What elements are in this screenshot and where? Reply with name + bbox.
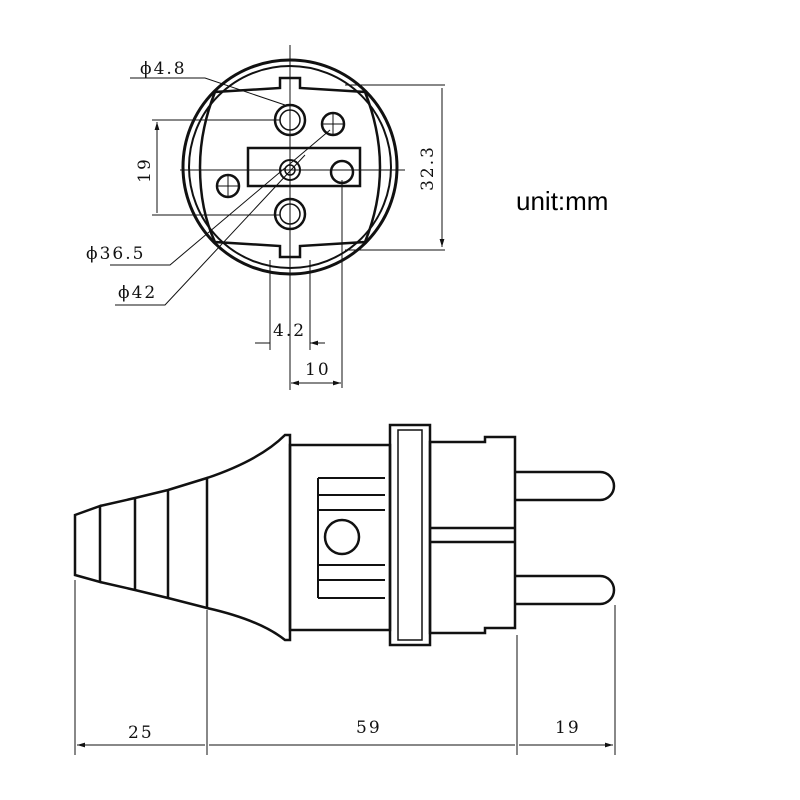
side-view: 25 59 19: [75, 423, 615, 755]
unit-label: unit:mm: [516, 186, 609, 216]
dim-inner-diameter: ϕ36.5: [86, 244, 145, 264]
dim-earth-width: 4.2: [273, 321, 306, 341]
dim-earth-offset: 10: [305, 360, 331, 380]
dim-pin-length: 19: [555, 718, 581, 738]
dim-pin-hole-diameter: ϕ4.8: [140, 59, 187, 79]
dim-pin-spacing: 19: [135, 157, 155, 183]
dim-height: 32.3: [418, 145, 438, 191]
dim-cable-entry-length: 25: [128, 723, 154, 743]
dim-outer-diameter: ϕ42: [118, 283, 157, 303]
front-view: ϕ4.8 19 32.3 ϕ36.5 ϕ42 4.2 10: [86, 45, 445, 390]
dim-body-length: 59: [356, 718, 382, 738]
